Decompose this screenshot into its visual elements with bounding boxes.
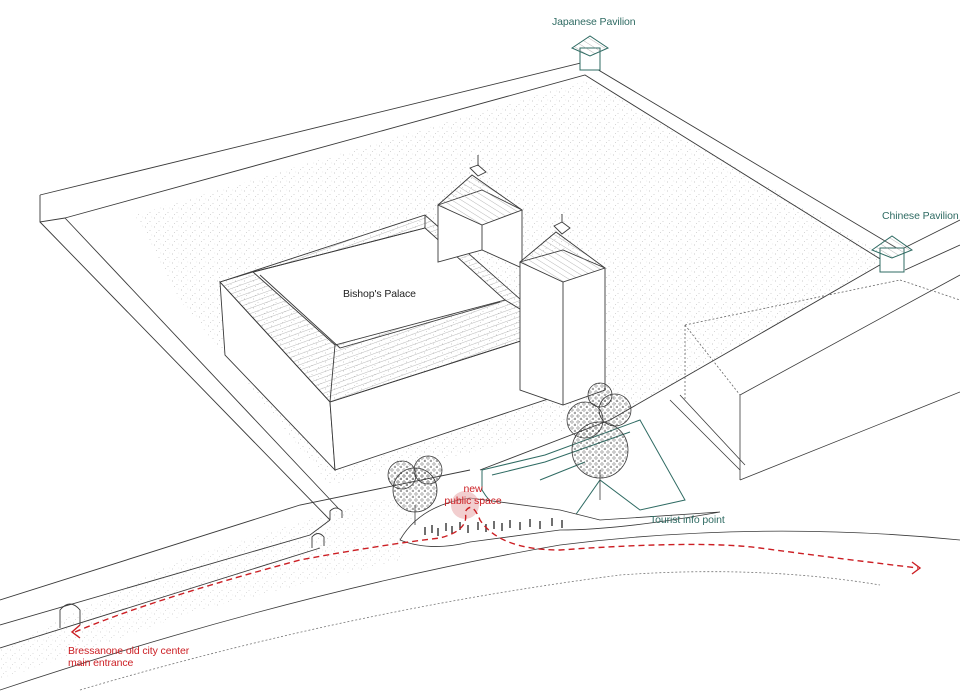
trees [387, 382, 632, 525]
bishops-palace-building [219, 214, 561, 472]
new-public-space-line1: new [463, 483, 483, 495]
bishops-palace-label: Bishop's Palace [343, 288, 416, 300]
new-public-space-line2: public space [444, 495, 502, 507]
dotted-outline-volume [684, 279, 960, 400]
visitor-route [74, 506, 919, 633]
japanese-pavilion [570, 35, 610, 71]
wall-gates [59, 507, 343, 628]
tourist-info-point-label: Tourist info point [650, 514, 725, 526]
entrance-label: Bressanone old city center main entrance [68, 645, 189, 669]
entrance-label-line2: main entrance [68, 657, 134, 669]
tree-right [566, 382, 632, 500]
street-volumes [669, 274, 960, 481]
entrance-label-line1: Bressanone old city center [68, 645, 190, 657]
public-space-plaza [399, 491, 721, 547]
street-dotted-edge [79, 571, 881, 691]
new-public-space-label: new public space [440, 483, 506, 507]
japanese-pavilion-label: Japanese Pavilion [552, 16, 636, 28]
palace-tower-front [519, 214, 606, 406]
tree-left [387, 455, 443, 525]
palace-tower-back [437, 155, 523, 269]
perimeter-wall [0, 61, 960, 649]
chinese-pavilion [870, 235, 914, 273]
route-arrowheads [70, 561, 922, 639]
chinese-pavilion-label: Chinese Pavilion [882, 210, 959, 222]
